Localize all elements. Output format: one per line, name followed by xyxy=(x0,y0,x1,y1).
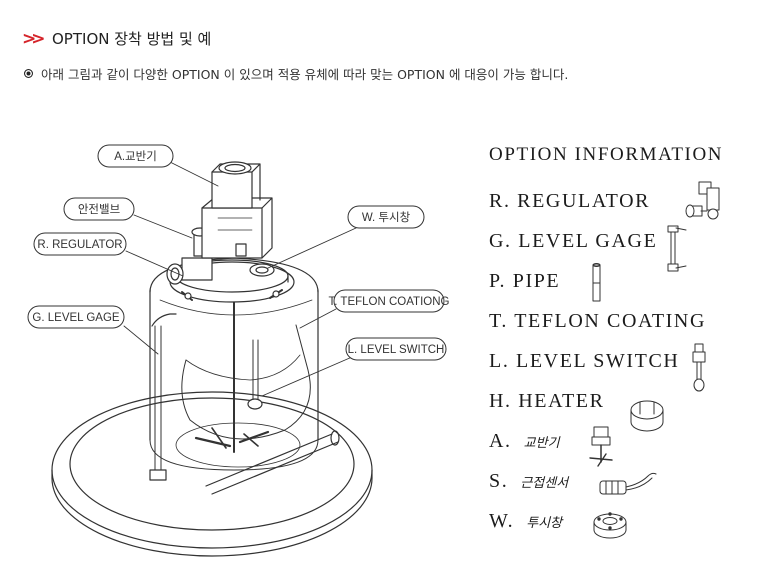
callout-level-switch: L. LEVEL SWITCH xyxy=(348,344,445,356)
intro-line: 아래 그림과 같이 다양한 OPTION 이 있으며 적용 유체에 따라 맞는 … xyxy=(24,64,568,83)
level-switch-icon xyxy=(692,343,706,392)
option-item-teflon-coating: T. TEFLON COATING xyxy=(489,310,707,332)
option-item-heater: H. HEATER xyxy=(489,390,605,412)
section-title: OPTION 장착 방법 및 예 xyxy=(52,30,212,48)
callout-safety-valve: 안전밸브 xyxy=(78,203,120,216)
callout-agitator: A.교반기 xyxy=(114,150,157,163)
pipe-icon xyxy=(592,263,601,302)
callout-level-gage: G. LEVEL GAGE xyxy=(32,312,119,324)
double-chevron-right-icon: >> xyxy=(22,28,46,49)
option-information-title: OPTION INFORMATION xyxy=(489,144,724,165)
agitator-blade-icon xyxy=(589,426,613,467)
sight-window-icon xyxy=(593,512,627,539)
pressure-tank-drawing xyxy=(51,161,373,557)
option-item-regulator: R. REGULATOR xyxy=(489,190,651,212)
section-header: >> OPTION 장착 방법 및 예 xyxy=(22,28,211,49)
callout-teflon: T. TEFLON COATIONG xyxy=(329,296,450,308)
option-item-sight-window: W.투시창 xyxy=(489,510,563,532)
heater-band-icon xyxy=(630,400,664,432)
bullet-icon xyxy=(24,69,33,78)
option-item-proximity-sensor: S.근접센서 xyxy=(489,470,569,492)
option-item-pipe: P. PIPE xyxy=(489,270,561,292)
option-item-level-switch: L. LEVEL SWITCH xyxy=(489,350,680,372)
callout-window: W. 투시창 xyxy=(362,211,411,224)
proximity-sensor-icon xyxy=(599,472,657,495)
option-item-agitator: A.교반기 xyxy=(489,430,560,452)
regulator-icon xyxy=(685,181,720,220)
callout-regulator: R. REGULATOR xyxy=(37,239,122,251)
callout-leaders xyxy=(123,161,357,397)
level-gage-icon xyxy=(667,225,687,272)
option-item-level-gage: G. LEVEL GAGE xyxy=(489,230,658,252)
callout-pills xyxy=(27,144,447,361)
intro-text: 아래 그림과 같이 다양한 OPTION 이 있으며 적용 유체에 따라 맞는 … xyxy=(41,67,569,82)
